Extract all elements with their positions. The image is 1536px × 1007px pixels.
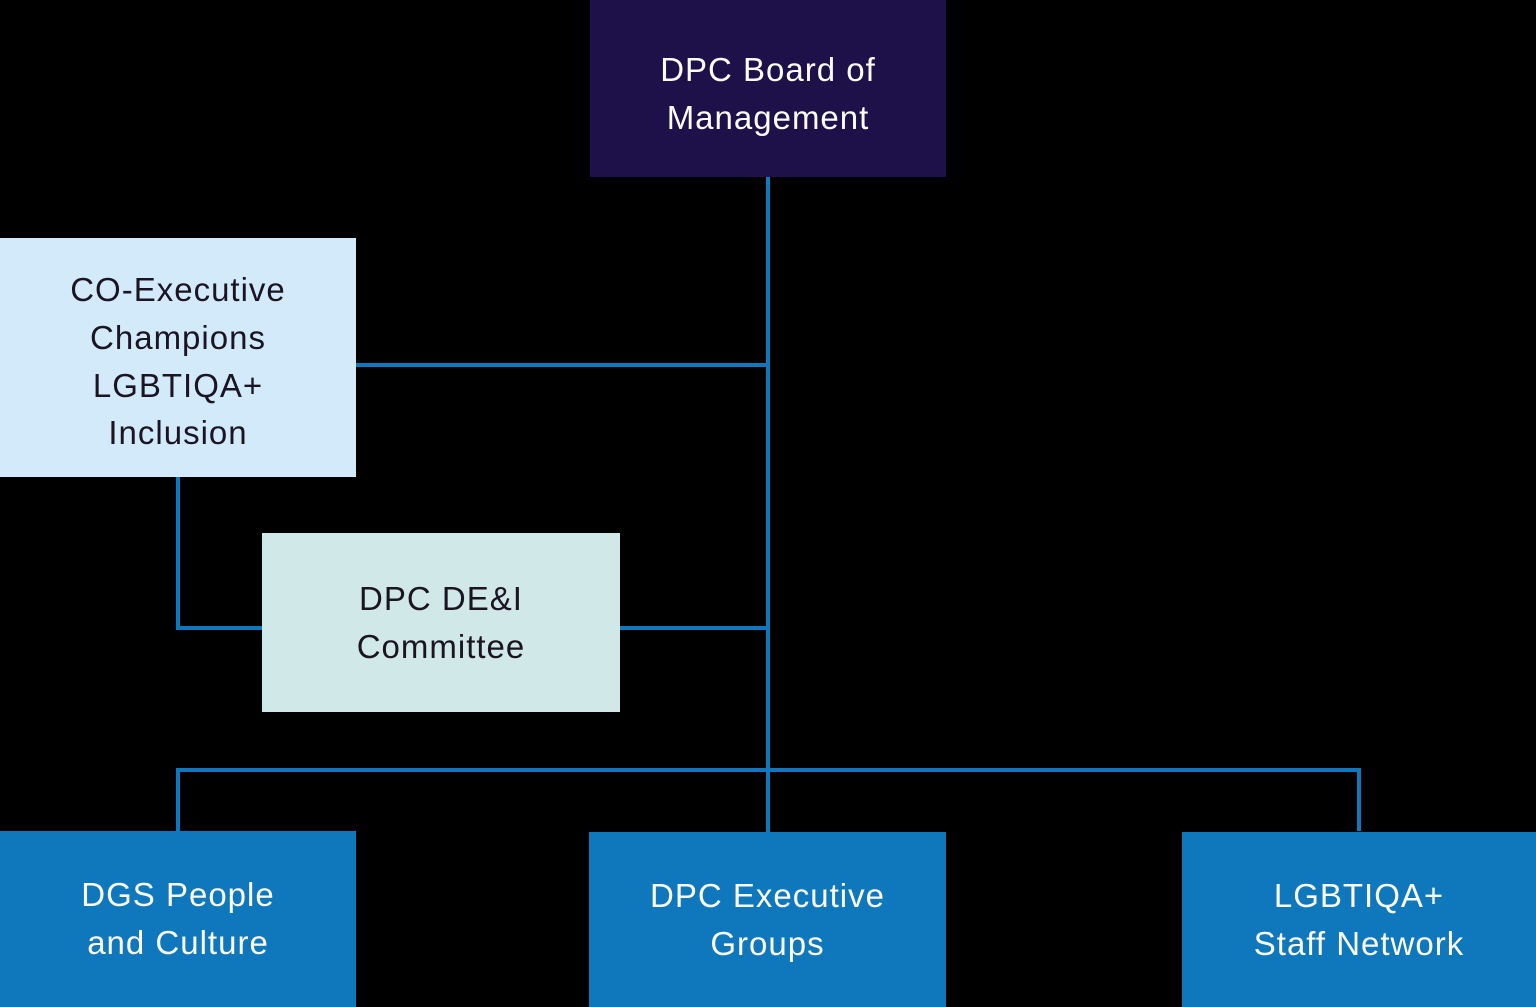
node-label: DGS People and Culture	[81, 876, 275, 961]
connector-drop-staff-network	[1357, 768, 1361, 831]
connector-bottom-branch	[176, 768, 1361, 772]
node-dpc-executive-groups: DPC Executive Groups	[589, 832, 946, 1007]
node-label: DPC Board of Management	[660, 50, 876, 136]
node-label: LGBTIQA+ Staff Network	[1253, 876, 1465, 962]
node-label: DPC DE&I Committee	[356, 579, 526, 665]
connector-board-trunk	[766, 177, 770, 832]
node-dpc-board-of-management: DPC Board of Management	[590, 0, 946, 177]
connector-drop-dgs	[176, 768, 180, 831]
node-dpc-dei-committee: DPC DE&I Committee	[262, 533, 620, 712]
connector-coexec-to-dei	[176, 626, 262, 630]
connector-coexec-drop	[176, 477, 180, 630]
node-dgs-people-and-culture: DGS People and Culture	[0, 831, 356, 1007]
node-co-executive-champions: CO-Executive Champions LGBTIQA+ Inclusio…	[0, 238, 356, 477]
node-label: CO-Executive Champions LGBTIQA+ Inclusio…	[70, 270, 286, 452]
connector-dei-to-trunk	[620, 626, 768, 630]
node-lgbtiqa-staff-network: LGBTIQA+ Staff Network	[1182, 832, 1536, 1007]
node-label: DPC Executive Groups	[650, 876, 885, 962]
connector-coexec-to-trunk	[356, 363, 768, 367]
